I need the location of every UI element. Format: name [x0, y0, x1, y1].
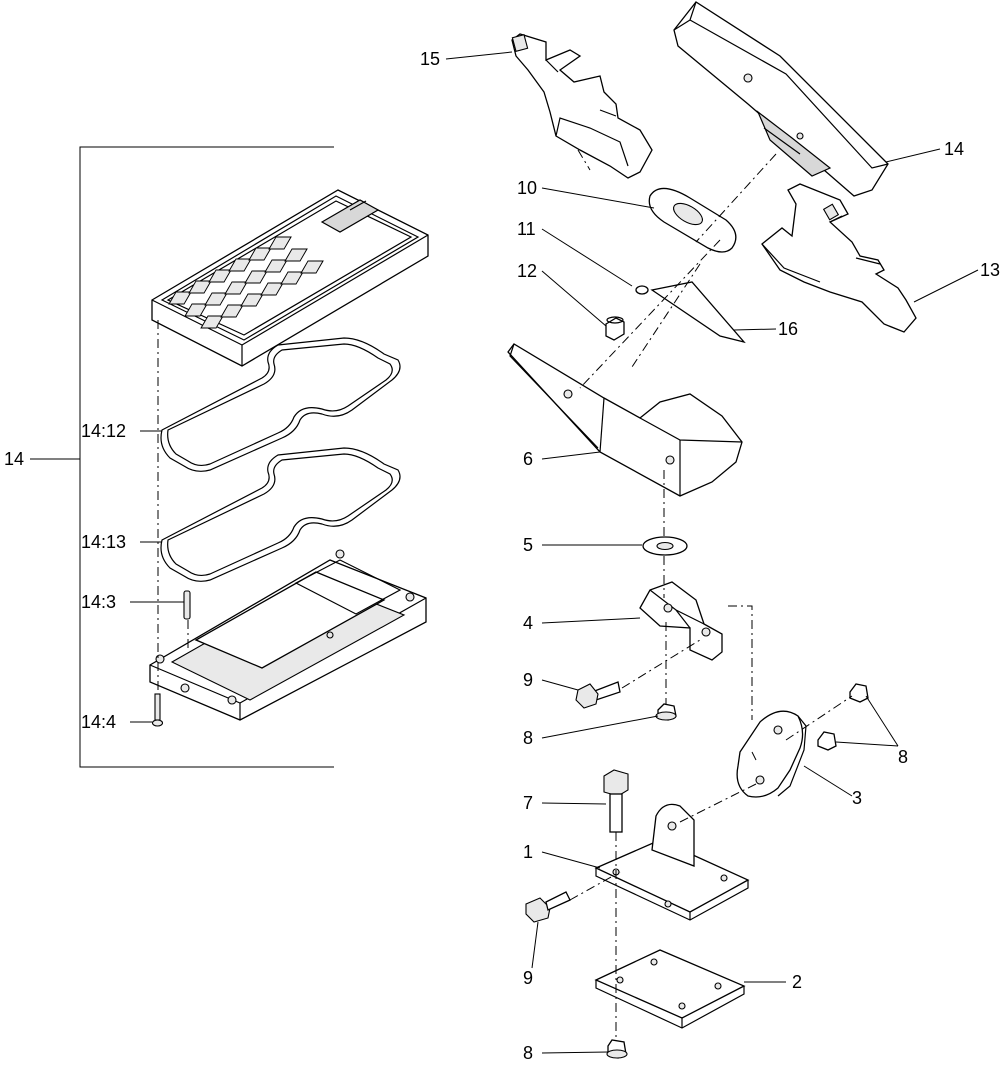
leader-lines [130, 51, 979, 1054]
callout-4: 4 [523, 613, 534, 633]
screw-14-4 [151, 693, 164, 727]
bolt-7 [603, 769, 629, 833]
washer-10 [648, 187, 737, 253]
callout-12: 12 [517, 261, 538, 281]
callout-14-3: 14:3 [81, 592, 117, 612]
callout-14-13: 14:13 [81, 532, 127, 552]
display-14 [673, 1, 889, 197]
callout-15: 15 [420, 49, 441, 69]
clip-13 [761, 183, 917, 333]
pin-14-3 [183, 590, 191, 620]
callout-8-right: 8 [898, 747, 909, 767]
gasket-14-12 [160, 337, 401, 472]
callout-9-lower: 9 [523, 968, 534, 988]
bracket-3 [736, 710, 807, 798]
bracket-6 [507, 343, 743, 497]
callout-2: 2 [792, 972, 803, 992]
callout-6: 6 [523, 449, 534, 469]
callout-14-group: 14 [4, 449, 25, 469]
callout-3: 3 [852, 788, 863, 808]
callout-10: 10 [517, 178, 538, 198]
callout-13: 13 [980, 260, 1001, 280]
plate-16 [650, 281, 746, 344]
keypad-cover [151, 189, 429, 367]
callout-8-upper: 8 [523, 728, 534, 748]
plate-2 [594, 949, 746, 1029]
callout-1: 1 [523, 842, 534, 862]
nut-8-upper [655, 703, 677, 721]
clip-15 [511, 33, 653, 179]
keypad-base [149, 549, 427, 721]
spacer-12 [605, 316, 625, 341]
nut-8-right-b [817, 731, 837, 751]
nut-8-right-a [849, 683, 869, 703]
bolt-9-lower [525, 891, 571, 923]
washer-5 [642, 536, 688, 556]
callout-16: 16 [778, 319, 799, 339]
gasket-14-13 [160, 447, 401, 582]
bracket-4 [639, 581, 723, 661]
callout-5: 5 [523, 535, 534, 555]
callout-11: 11 [517, 219, 536, 239]
nut-8-bottom [606, 1039, 628, 1059]
callout-8-bottom: 8 [523, 1043, 534, 1063]
bolt-9-upper [575, 681, 621, 709]
callout-14-12: 14:12 [81, 421, 127, 441]
right-centerlines [569, 149, 853, 1038]
callout-14-4: 14:4 [81, 712, 117, 732]
callout-14: 14 [944, 139, 965, 159]
nut-11 [635, 285, 649, 295]
group-bracket-14 [30, 146, 334, 768]
callout-9-upper: 9 [523, 670, 534, 690]
callout-7: 7 [523, 793, 534, 813]
